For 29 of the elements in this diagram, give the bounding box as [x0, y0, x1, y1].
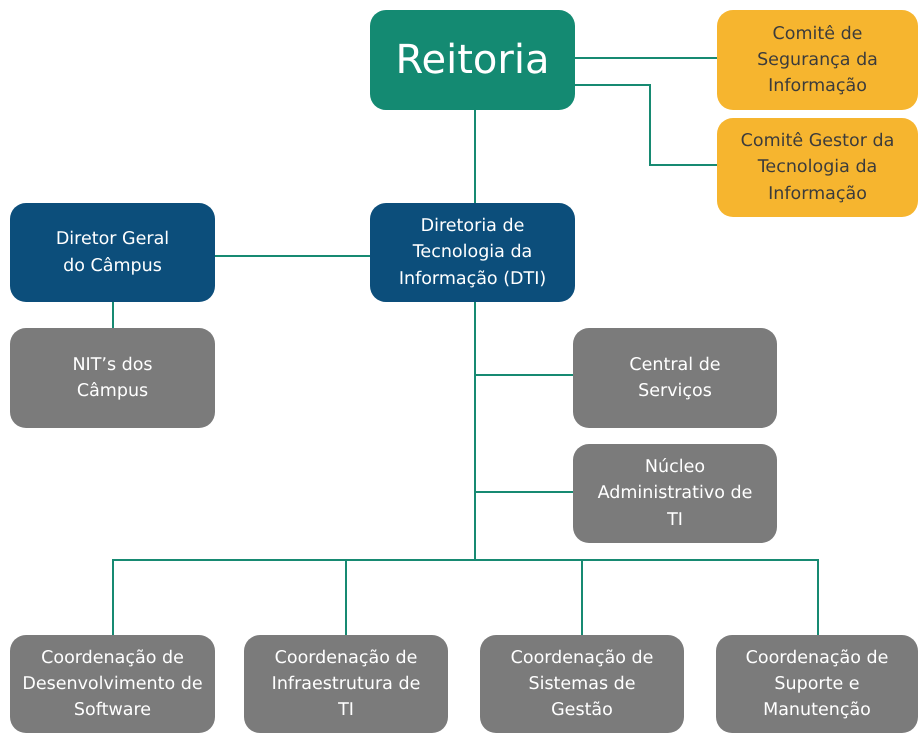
unit-box — [716, 635, 918, 733]
connector-line — [474, 110, 476, 203]
node-label: Diretoria de Tecnologia da Informação (DTI) — [398, 215, 548, 291]
unit-box — [573, 328, 777, 428]
node-label: NIT’s dos Câmpus — [71, 354, 154, 403]
node-label: Coordenação de Infraestrutura de TI — [270, 646, 422, 722]
unit-box — [573, 444, 777, 543]
node-label: Comitê de Segurança da Informação — [756, 22, 879, 98]
director-box — [370, 203, 575, 302]
unit-box — [10, 328, 215, 428]
node-label: Reitoria — [396, 38, 550, 82]
unit-box — [244, 635, 448, 733]
connector-line — [215, 255, 370, 257]
node-label: Coordenação de Desenvolvimento de Software — [21, 646, 204, 722]
node-label: Núcleo Administrativo de TI — [596, 456, 754, 532]
committee-box — [717, 118, 918, 217]
node-label: Central de Serviços — [628, 354, 722, 403]
connector-line — [575, 57, 717, 59]
unit-box — [480, 635, 684, 733]
executive-box — [370, 10, 575, 110]
committee-box — [717, 10, 918, 110]
node-label: Coordenação de Sistemas de Gestão — [510, 646, 654, 722]
unit-box — [10, 635, 215, 733]
node-label: Diretor Geral do Câmpus — [54, 228, 170, 278]
node-label: Coordenação de Suporte e Manutenção — [744, 646, 890, 722]
connector-line — [575, 84, 717, 166]
director-box — [10, 203, 215, 302]
connector-line — [112, 302, 114, 328]
node-label: Comitê Gestor da Tecnologia da Informação — [740, 130, 896, 206]
